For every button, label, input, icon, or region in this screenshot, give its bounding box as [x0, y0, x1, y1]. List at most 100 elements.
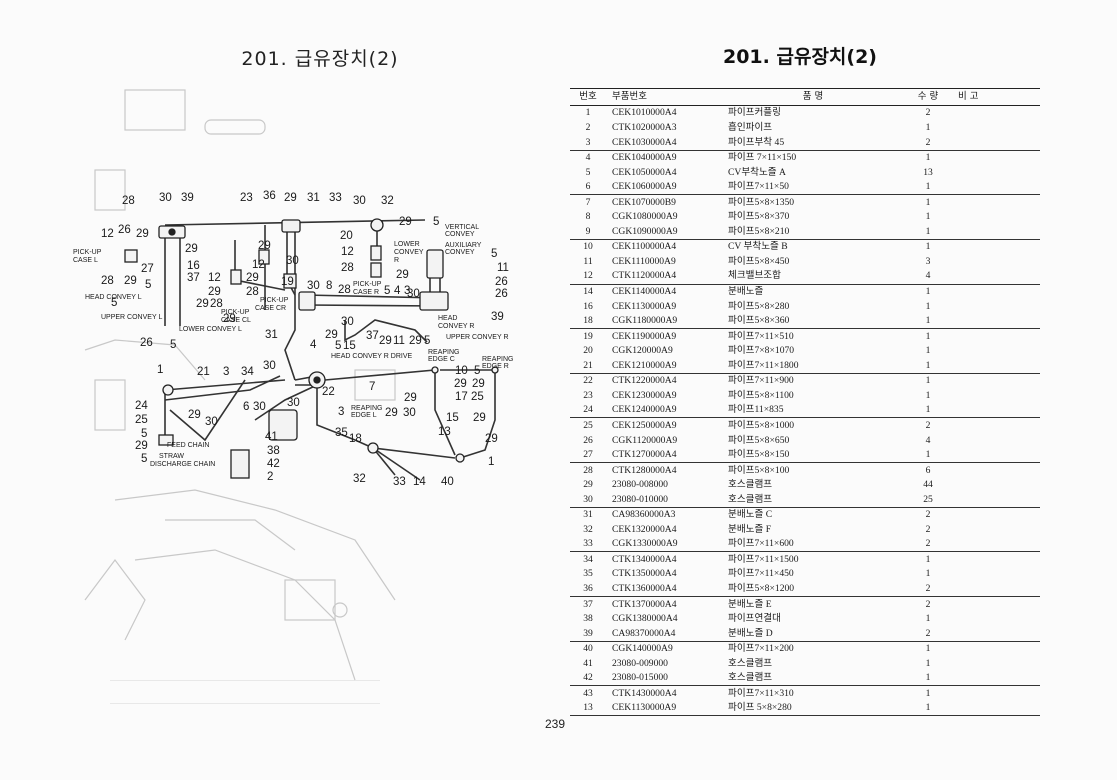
- row-quantity: 1: [925, 122, 931, 134]
- row-part-name: 체크밸브조합: [728, 270, 781, 282]
- row-quantity: 1: [925, 315, 931, 327]
- row-number: 10: [570, 238, 606, 255]
- diagram-caption: REAPING: [428, 349, 460, 356]
- row-part-name: 파이프7×11×600: [728, 538, 794, 550]
- row-part-name: 호스클램프: [728, 672, 773, 684]
- row-part-number: CTK1270000A4: [612, 449, 677, 461]
- diagram-callout: 12: [101, 228, 114, 240]
- row-number: 29: [583, 479, 593, 491]
- row-quantity: 1: [898, 685, 958, 701]
- diagram-caption: HEAD: [438, 315, 457, 322]
- row-part-name: 파이프5×8×650: [728, 434, 790, 446]
- diagram-callout: 30: [286, 255, 299, 267]
- diagram-callout: 13: [438, 426, 451, 438]
- diagram-callout: 35: [335, 427, 348, 439]
- diagram-callout: 29: [396, 269, 409, 281]
- row-quantity: 6: [898, 462, 958, 478]
- row-remark: [958, 121, 1040, 136]
- diagram-callout: 5: [424, 335, 430, 347]
- diagram-callout: 30: [287, 397, 300, 409]
- row-quantity: 2: [898, 506, 958, 523]
- row-part-number: CTK1120000A4: [612, 270, 677, 282]
- faint-machine-outline: [84, 89, 396, 681]
- row-quantity: 1: [925, 568, 931, 580]
- diagram-callout: 5: [433, 216, 439, 228]
- row-part-name: 파이프5×8×150: [728, 449, 790, 461]
- row-number: 3: [585, 136, 591, 148]
- row-quantity: 1: [898, 149, 958, 166]
- diagram-callout: 29: [223, 313, 236, 325]
- diagram-callout: 5: [145, 279, 151, 291]
- diagram-callout: 31: [307, 192, 320, 204]
- diagram-caption: CASE CR: [255, 305, 286, 312]
- diagram-callout: 29: [399, 216, 412, 228]
- row-part-name: 호스클램프: [728, 493, 773, 505]
- bleed-through-shadow: [110, 680, 380, 704]
- diagram-callout: 29: [136, 228, 149, 240]
- diagram-callout: 31: [265, 329, 278, 341]
- row-remark: [958, 433, 1040, 448]
- row-number: 42: [583, 672, 593, 684]
- diagram-callout: 14: [413, 476, 426, 488]
- row-remark: [958, 299, 1040, 314]
- diagram-callout: 24: [135, 400, 148, 412]
- diagram-caption: PICK-UP: [221, 309, 250, 316]
- row-number: 14: [570, 283, 606, 300]
- diagram-callout: 12: [252, 259, 265, 271]
- diagram-caption: CONVEY R: [438, 323, 474, 330]
- diagram-callout: 29: [472, 378, 485, 390]
- row-remark: [958, 106, 1040, 121]
- row-part-number: CEK1110000A9: [612, 255, 676, 267]
- diagram-callout: 39: [491, 311, 504, 323]
- col-header-remark: 비 고: [958, 88, 1040, 106]
- row-part-number: CEK1230000A9: [612, 389, 677, 401]
- diagram-callout: 12: [341, 246, 354, 258]
- row-remark: [958, 671, 1040, 686]
- row-number: 22: [570, 372, 606, 389]
- row-quantity: 1: [925, 613, 931, 625]
- diagram-caption: REAPING: [482, 356, 514, 363]
- diagram-caption: DISCHARGE CHAIN: [150, 461, 215, 468]
- diagram-callout: 20: [340, 230, 353, 242]
- diagram-callout: 2: [267, 471, 273, 483]
- diagram-callout: 30: [403, 407, 416, 419]
- diagram-callout: 29: [196, 298, 209, 310]
- row-quantity: 2: [925, 582, 931, 594]
- diagram-callout: 28: [341, 262, 354, 274]
- diagram-callout: 26: [140, 337, 153, 349]
- row-number: 2: [585, 122, 591, 134]
- diagram-callout: 29: [379, 335, 392, 347]
- row-part-number: CTK1350000A4: [612, 568, 677, 580]
- row-part-number: CA98370000A4: [612, 627, 676, 639]
- row-part-name: 파이프7×11×50: [728, 181, 789, 193]
- row-remark: [958, 551, 1040, 567]
- diagram-callout: 28: [338, 284, 351, 296]
- diagram-callout: 36: [263, 190, 276, 202]
- row-remark: [958, 238, 1040, 255]
- row-number: 34: [570, 551, 606, 567]
- diagram-callout: 5: [474, 365, 480, 377]
- row-part-number: CEK1240000A9: [612, 404, 677, 416]
- diagram-callout: 3: [404, 285, 410, 297]
- row-quantity: 1: [925, 345, 931, 357]
- diagram-callout: 34: [241, 366, 254, 378]
- row-quantity: 44: [923, 479, 933, 491]
- row-part-name: 분배노즐 D: [728, 627, 773, 639]
- row-part-number: CGK1090000A9: [612, 225, 678, 237]
- row-quantity: 1: [898, 283, 958, 300]
- row-remark: [958, 358, 1040, 373]
- diagram-callout: 23: [240, 192, 253, 204]
